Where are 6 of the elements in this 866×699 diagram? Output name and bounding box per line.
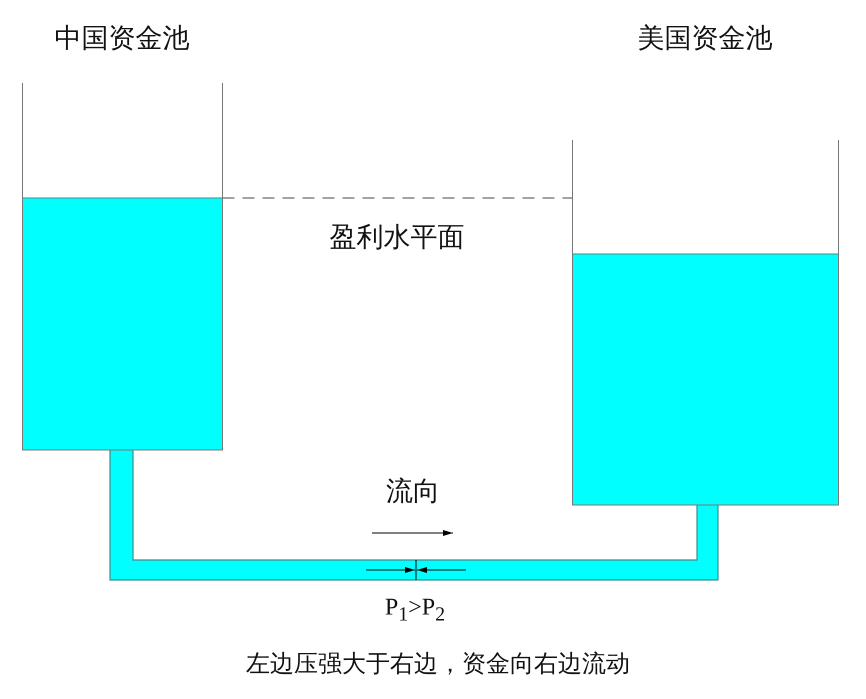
level-label: 盈利水平面 [330, 222, 464, 254]
pressure-label: P$_{1}$>P$_{2}$ [384, 594, 446, 626]
caption-text: 左边压强大于右边，资金向右边流动 [246, 650, 630, 678]
tank-title: 中国资金池 [54, 22, 190, 56]
tank-title: 美国资金池 [636, 22, 774, 56]
flow-label: 流向 [386, 476, 440, 508]
